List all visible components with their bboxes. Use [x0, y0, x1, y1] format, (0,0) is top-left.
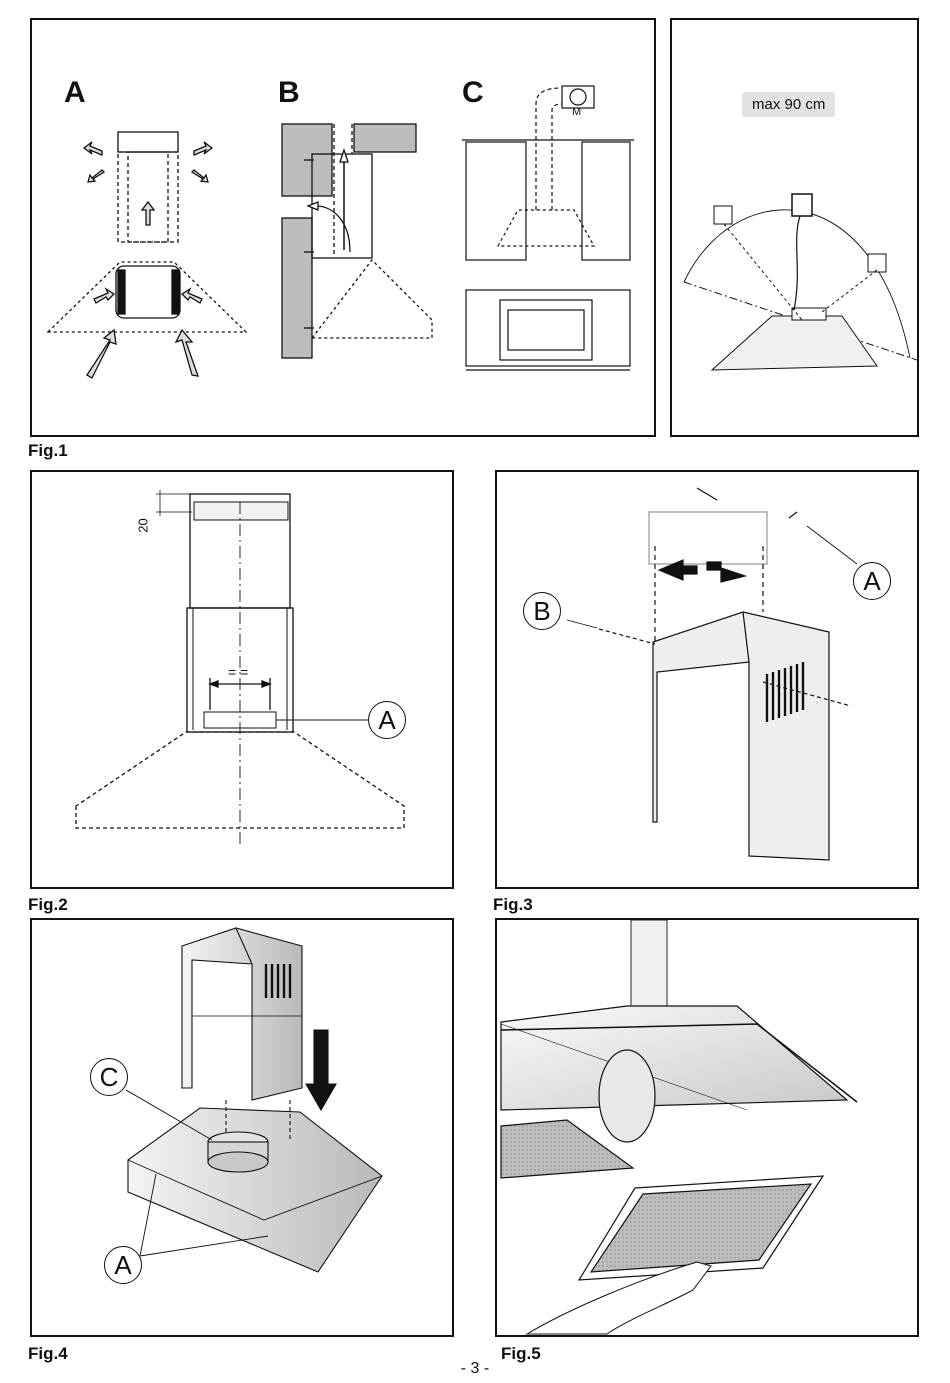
callout-b: B	[523, 592, 561, 630]
fig1-caption: Fig.1	[28, 441, 68, 460]
equal-marks: = =	[228, 664, 249, 680]
variant-b-label: B	[278, 76, 300, 109]
fig4-caption: Fig.4	[28, 1344, 68, 1363]
kitchen-duct-motor-illustration	[462, 85, 634, 371]
fig5-panel	[495, 918, 919, 1337]
callout-a: A	[368, 701, 406, 739]
fig3-caption: Fig.3	[493, 895, 533, 914]
fig2-panel: 20 = = A	[30, 470, 454, 889]
dimension-label: 20	[135, 518, 151, 533]
grease-filter-removal-drawing	[500, 920, 858, 1335]
variant-c-label: C	[462, 76, 484, 109]
chimney-placement-drawing	[125, 927, 383, 1273]
fig4-panel: C A	[30, 918, 454, 1337]
hood-wall-duct-illustration	[281, 123, 433, 359]
motor-label: M	[572, 106, 582, 118]
fig3-panel: A B	[495, 470, 919, 889]
page-number: - 3 -	[460, 1360, 490, 1377]
variant-a-label: A	[64, 76, 86, 109]
callout-c: C	[90, 1058, 128, 1096]
fig1-panel-right: max 90 cm	[670, 18, 919, 437]
fig1-panel-left: A B C	[30, 18, 656, 437]
fig1-variants-drawing	[46, 85, 634, 379]
power-socket-illustration	[683, 193, 917, 371]
max-distance-label: max 90 cm	[742, 92, 836, 117]
fig2-caption: Fig.2	[28, 895, 68, 914]
hood-bracket-measurement-drawing	[75, 490, 405, 844]
chimney-bracket-assembly-drawing	[566, 487, 858, 861]
callout-a: A	[104, 1246, 142, 1284]
fig5-caption: Fig.5	[501, 1344, 541, 1363]
hood-recirculation-illustration	[46, 131, 248, 379]
callout-a: A	[853, 562, 891, 600]
